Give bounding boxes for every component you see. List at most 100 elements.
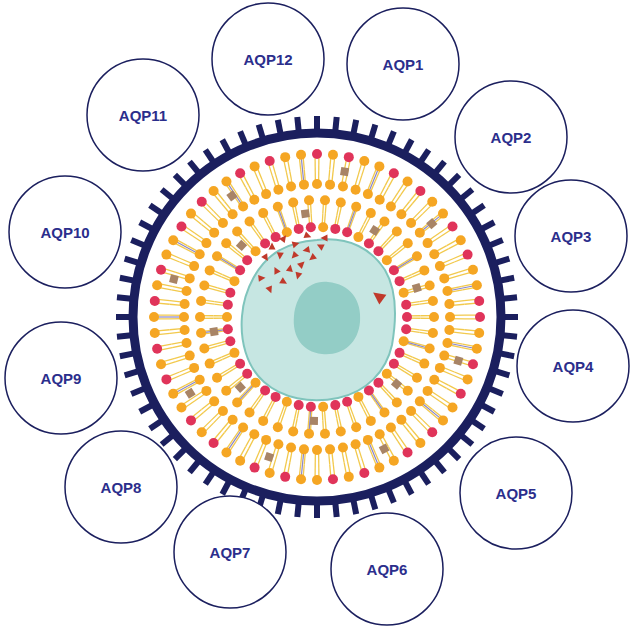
lipid-head xyxy=(463,250,473,260)
lipid-head xyxy=(320,195,330,205)
lipid-head xyxy=(353,232,363,242)
lipid-head xyxy=(288,197,298,207)
lipid-head xyxy=(205,359,215,369)
lipid-head xyxy=(379,216,389,226)
lipid-head xyxy=(273,185,283,195)
lipid-head xyxy=(415,228,425,238)
lipid-head xyxy=(442,286,452,296)
lipid-head xyxy=(205,265,215,275)
lipid-head xyxy=(304,195,314,205)
aquaporin-ligand xyxy=(303,231,312,240)
lipid-head xyxy=(427,427,437,437)
circle-shape xyxy=(9,176,121,288)
lipid-head xyxy=(419,359,429,369)
aquaporin-circle: AQP10 xyxy=(8,175,122,289)
lipid-head xyxy=(228,209,238,219)
cholesterol xyxy=(301,453,303,475)
lipid-head xyxy=(379,408,389,418)
circle-shape xyxy=(174,496,286,608)
lipid-head xyxy=(195,312,205,322)
aquaporin-ligand xyxy=(315,241,324,250)
lipid-head xyxy=(242,369,252,379)
lipid-head xyxy=(389,168,399,178)
lipid-head xyxy=(403,386,413,396)
lipid-head xyxy=(232,398,242,408)
lipid-head xyxy=(364,238,374,248)
lipid-head xyxy=(392,226,402,236)
aquaporin-circle: AQP1 xyxy=(346,7,460,121)
lipid-head xyxy=(366,416,376,426)
lipid-head xyxy=(312,475,322,485)
lipid-head xyxy=(221,238,231,248)
lipid-head xyxy=(445,312,455,322)
lipid-head xyxy=(389,456,399,466)
lipid-head xyxy=(330,224,340,234)
lipid-head xyxy=(435,363,445,373)
circle-label: AQP7 xyxy=(210,544,251,561)
cholesterol xyxy=(397,258,413,268)
lipid-head xyxy=(186,415,196,425)
lipid-head xyxy=(318,402,328,412)
lipid-head xyxy=(180,299,190,309)
circle-label: AQP4 xyxy=(553,358,594,375)
circle-label: AQP5 xyxy=(496,485,537,502)
lipid-head xyxy=(312,149,322,159)
lipid-head xyxy=(312,179,322,189)
lipid-head xyxy=(386,201,396,211)
cholesterol xyxy=(348,211,354,229)
lipid-head xyxy=(196,328,206,338)
lipid-head xyxy=(176,221,186,231)
circle-label: AQP8 xyxy=(101,479,142,496)
circle-shape xyxy=(87,59,199,171)
lipid-head xyxy=(474,328,484,338)
lipid-head xyxy=(373,246,383,256)
lipid-head xyxy=(344,152,354,162)
lipid-head xyxy=(212,373,222,383)
lipid-head xyxy=(328,150,338,160)
membrane-protein xyxy=(391,378,402,389)
lipid-head xyxy=(442,338,452,348)
aquaporin-ligand xyxy=(258,274,266,282)
lipid-head xyxy=(185,351,195,361)
lipid-head xyxy=(456,389,466,399)
lipid-head xyxy=(344,472,354,482)
lipid-head xyxy=(425,280,435,290)
lipid-head xyxy=(353,392,363,402)
lipid-head xyxy=(282,227,292,237)
lipid-head xyxy=(218,218,228,228)
lipid-head xyxy=(212,251,222,261)
aquaporin-ligand xyxy=(276,252,284,260)
lipid-head xyxy=(306,402,316,412)
lipid-head xyxy=(189,261,199,271)
lipid-head xyxy=(299,444,309,454)
lipid-head xyxy=(399,336,409,346)
lipid-head xyxy=(179,312,189,322)
lipid-head xyxy=(338,182,348,192)
lipid-head xyxy=(382,255,392,265)
lipid-head xyxy=(235,456,245,466)
lipid-head xyxy=(186,209,196,219)
lipid-head xyxy=(306,222,316,232)
lipid-head xyxy=(438,415,448,425)
lipid-head xyxy=(251,378,261,388)
lipid-head xyxy=(245,216,255,226)
lipid-head xyxy=(399,288,409,298)
lipid-head xyxy=(195,249,205,259)
lipid-head xyxy=(286,182,296,192)
lipid-head xyxy=(273,439,283,449)
cholesterol xyxy=(177,382,196,392)
lipid-head xyxy=(238,423,248,433)
lipid-head xyxy=(249,429,259,439)
lipid-head xyxy=(250,463,260,473)
lipid-head xyxy=(260,238,270,248)
lipid-head xyxy=(265,468,275,478)
lipid-head xyxy=(456,235,466,245)
circle-shape xyxy=(5,322,117,434)
circle-label: AQP12 xyxy=(243,51,292,68)
lipid-head xyxy=(359,156,369,166)
lipid-head xyxy=(161,374,171,384)
lipid-head xyxy=(444,299,454,309)
aquaporin-ligand xyxy=(307,253,317,263)
lipid-head xyxy=(439,273,449,283)
lipid-head xyxy=(412,251,422,261)
